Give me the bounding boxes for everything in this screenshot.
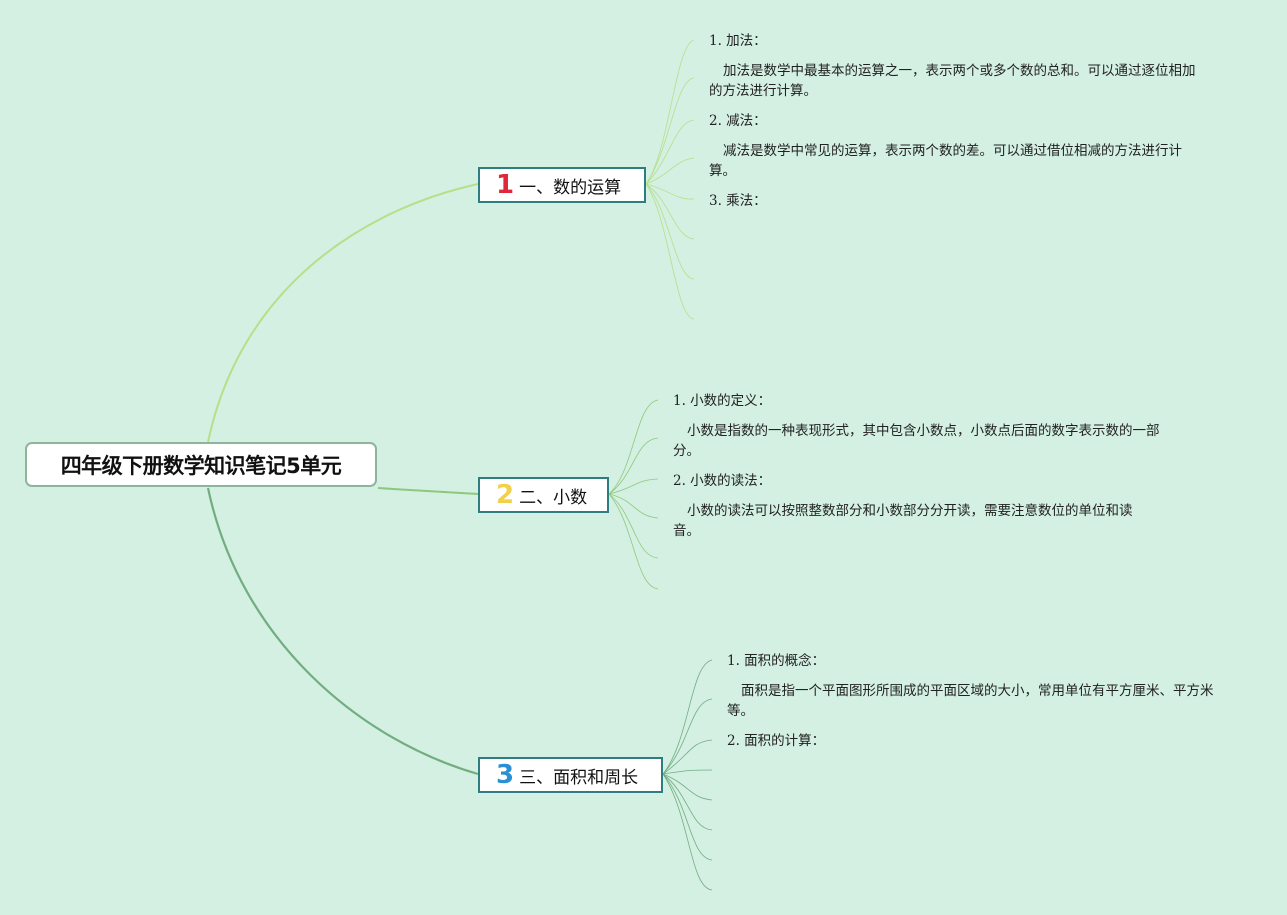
- connector-root-branch2: [377, 487, 479, 495]
- branch2-child-lines: [608, 399, 659, 590]
- subtopic-text[interactable]: 小数是指数的一种表现形式，其中包含小数点，小数点后面的数字表示数的一部分。: [673, 423, 1160, 459]
- subtopic-heading[interactable]: 1. 加法：: [709, 33, 767, 49]
- branch-label: 一、数的运算: [519, 177, 622, 198]
- branch1-child-lines: [645, 39, 695, 320]
- subtopic-heading[interactable]: 1. 面积的概念：: [727, 653, 826, 669]
- subtopic-heading[interactable]: 1. 小数的定义：: [673, 393, 772, 409]
- subtopic-heading[interactable]: 3. 乘法：: [709, 193, 767, 209]
- connector-root-branch1: [207, 183, 479, 443]
- subtopic-heading[interactable]: 2. 减法：: [709, 113, 767, 129]
- subtopic-text[interactable]: 减法是数学中常见的运算，表示两个数的差。可以通过借位相减的方法进行计算。: [709, 143, 1182, 179]
- branch-topic-1[interactable]: 1 一、数的运算: [478, 167, 646, 203]
- branch-label: 二、小数: [519, 487, 588, 508]
- subtopic-text[interactable]: 小数的读法可以按照整数部分和小数部分分开读，需要注意数位的单位和读音。: [673, 503, 1133, 539]
- number-one-icon: 1: [496, 170, 515, 200]
- branch-label: 三、面积和周长: [519, 767, 639, 788]
- subtopic-text[interactable]: 加法是数学中最基本的运算之一，表示两个或多个数的总和。可以通过逐位相加的方法进行…: [709, 63, 1196, 99]
- number-two-icon: 2: [496, 480, 515, 510]
- branch3-child-lines: [662, 659, 713, 891]
- subtopic-heading[interactable]: 2. 小数的读法：: [673, 473, 772, 489]
- branch-topic-3[interactable]: 3 三、面积和周长: [478, 757, 663, 793]
- subtopic-heading[interactable]: 2. 面积的计算：: [727, 733, 826, 749]
- subtopic-text[interactable]: 面积是指一个平面图形所围成的平面区域的大小，常用单位有平方厘米、平方米等。: [727, 683, 1214, 719]
- branch-topic-2[interactable]: 2 二、小数: [478, 477, 609, 513]
- connector-root-branch3: [206, 487, 479, 776]
- number-three-icon: 3: [496, 760, 515, 790]
- root-topic[interactable]: 四年级下册数学知识笔记5单元: [25, 442, 377, 487]
